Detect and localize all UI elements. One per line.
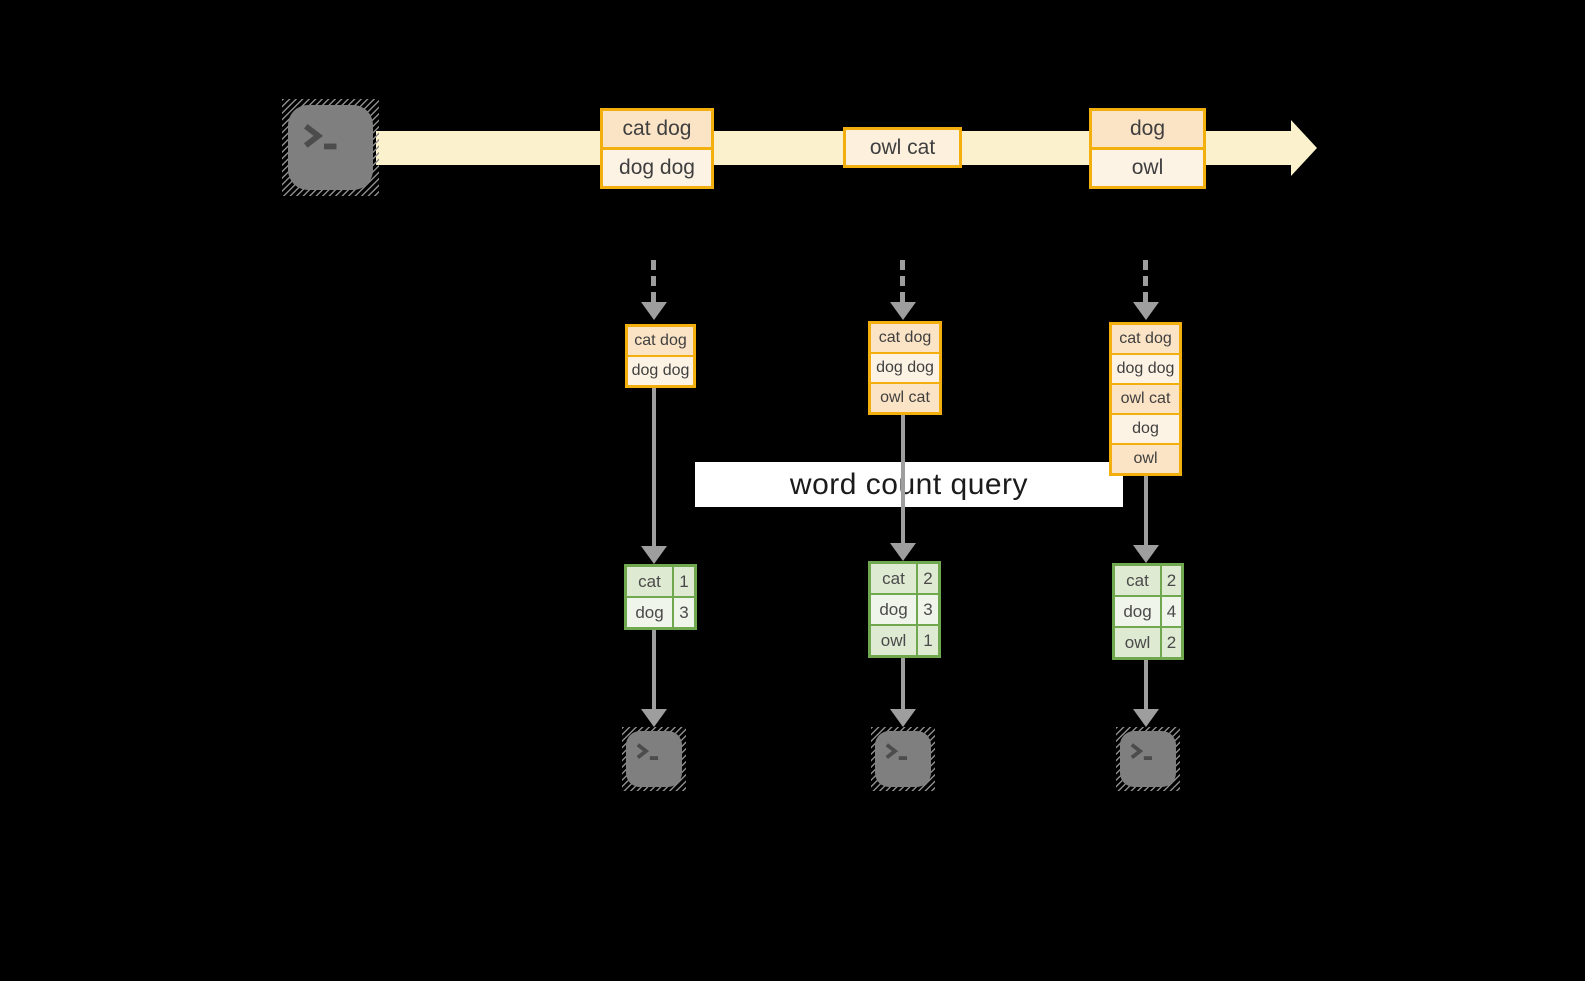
event-cell: dog dog <box>603 147 711 186</box>
arrow-down-icon <box>641 709 667 727</box>
arrow-down-icon <box>1133 709 1159 727</box>
stream-event-box-2: owl cat <box>843 127 962 168</box>
arrow-down-icon <box>641 546 667 564</box>
buffer-cell: cat dog <box>1112 325 1179 353</box>
count-table-2: cat 2 dog 3 owl 1 <box>868 561 941 658</box>
buffer-cell: owl <box>1112 443 1179 473</box>
word-cell: cat <box>871 564 916 593</box>
word-cell: dog <box>627 598 672 627</box>
event-cell: dog <box>1092 111 1203 147</box>
word-cell: cat <box>627 567 672 596</box>
stream-event-box-3: dog owl <box>1089 108 1206 189</box>
arrow-down-icon <box>890 709 916 727</box>
terminal-icon <box>875 731 931 787</box>
dashed-arrow-line <box>1143 260 1148 302</box>
buffer-box-1: cat dog dog dog <box>625 324 696 388</box>
buffer-cell: cat dog <box>628 327 693 355</box>
buffer-cell: dog dog <box>628 355 693 385</box>
arrow-down-icon <box>1133 545 1159 563</box>
prompt-icon <box>885 743 907 760</box>
buffer-cell: dog <box>1112 413 1179 443</box>
count-cell: 2 <box>918 564 938 593</box>
sink-terminal-icon-3 <box>1116 727 1180 791</box>
arrow-line <box>652 630 656 709</box>
count-table-1: cat 1 dog 3 <box>624 564 697 630</box>
buffer-cell: cat dog <box>871 324 939 352</box>
query-banner: word count query <box>695 462 1123 507</box>
sink-terminal-icon-1 <box>622 727 686 791</box>
event-cell: cat dog <box>603 111 711 147</box>
source-terminal-icon <box>282 99 379 196</box>
event-cell: owl <box>1092 147 1203 186</box>
arrow-line <box>1144 660 1148 709</box>
count-cell: 3 <box>918 595 938 624</box>
count-cell: 4 <box>1162 597 1181 626</box>
word-cell: dog <box>871 595 916 624</box>
prompt-icon <box>1130 743 1152 760</box>
count-cell: 1 <box>674 567 694 596</box>
arrow-down-icon <box>1133 302 1159 320</box>
arrow-line <box>901 415 905 543</box>
word-cell: owl <box>871 626 916 655</box>
buffer-cell: dog dog <box>871 352 939 382</box>
word-cell: cat <box>1115 566 1160 595</box>
word-cell: dog <box>1115 597 1160 626</box>
arrow-line <box>652 388 656 546</box>
buffer-cell: owl cat <box>1112 383 1179 413</box>
buffer-cell: dog dog <box>1112 353 1179 383</box>
buffer-box-2: cat dog dog dog owl cat <box>868 321 942 415</box>
terminal-icon <box>626 731 682 787</box>
arrow-line <box>1144 476 1148 545</box>
query-banner-label: word count query <box>789 467 1029 501</box>
arrow-down-icon <box>890 302 916 320</box>
buffer-box-3: cat dog dog dog owl cat dog owl <box>1109 322 1182 476</box>
dashed-arrow-line <box>651 260 656 302</box>
buffer-cell: owl cat <box>871 382 939 412</box>
count-cell: 1 <box>918 626 938 655</box>
stream-event-box-1: cat dog dog dog <box>600 108 714 189</box>
terminal-icon <box>1120 731 1176 787</box>
arrow-down-icon <box>890 543 916 561</box>
word-cell: owl <box>1115 628 1160 657</box>
count-cell: 2 <box>1162 566 1181 595</box>
arrow-line <box>901 658 905 709</box>
sink-terminal-icon-2 <box>871 727 935 791</box>
stream-arrowhead <box>1291 120 1317 176</box>
count-cell: 3 <box>674 598 694 627</box>
arrow-down-icon <box>641 302 667 320</box>
prompt-icon <box>303 123 337 149</box>
terminal-icon <box>288 105 373 190</box>
count-cell: 2 <box>1162 628 1181 657</box>
prompt-icon <box>636 743 658 760</box>
event-cell: owl cat <box>846 130 959 165</box>
dashed-arrow-line <box>900 260 905 302</box>
count-table-3: cat 2 dog 4 owl 2 <box>1112 563 1184 660</box>
